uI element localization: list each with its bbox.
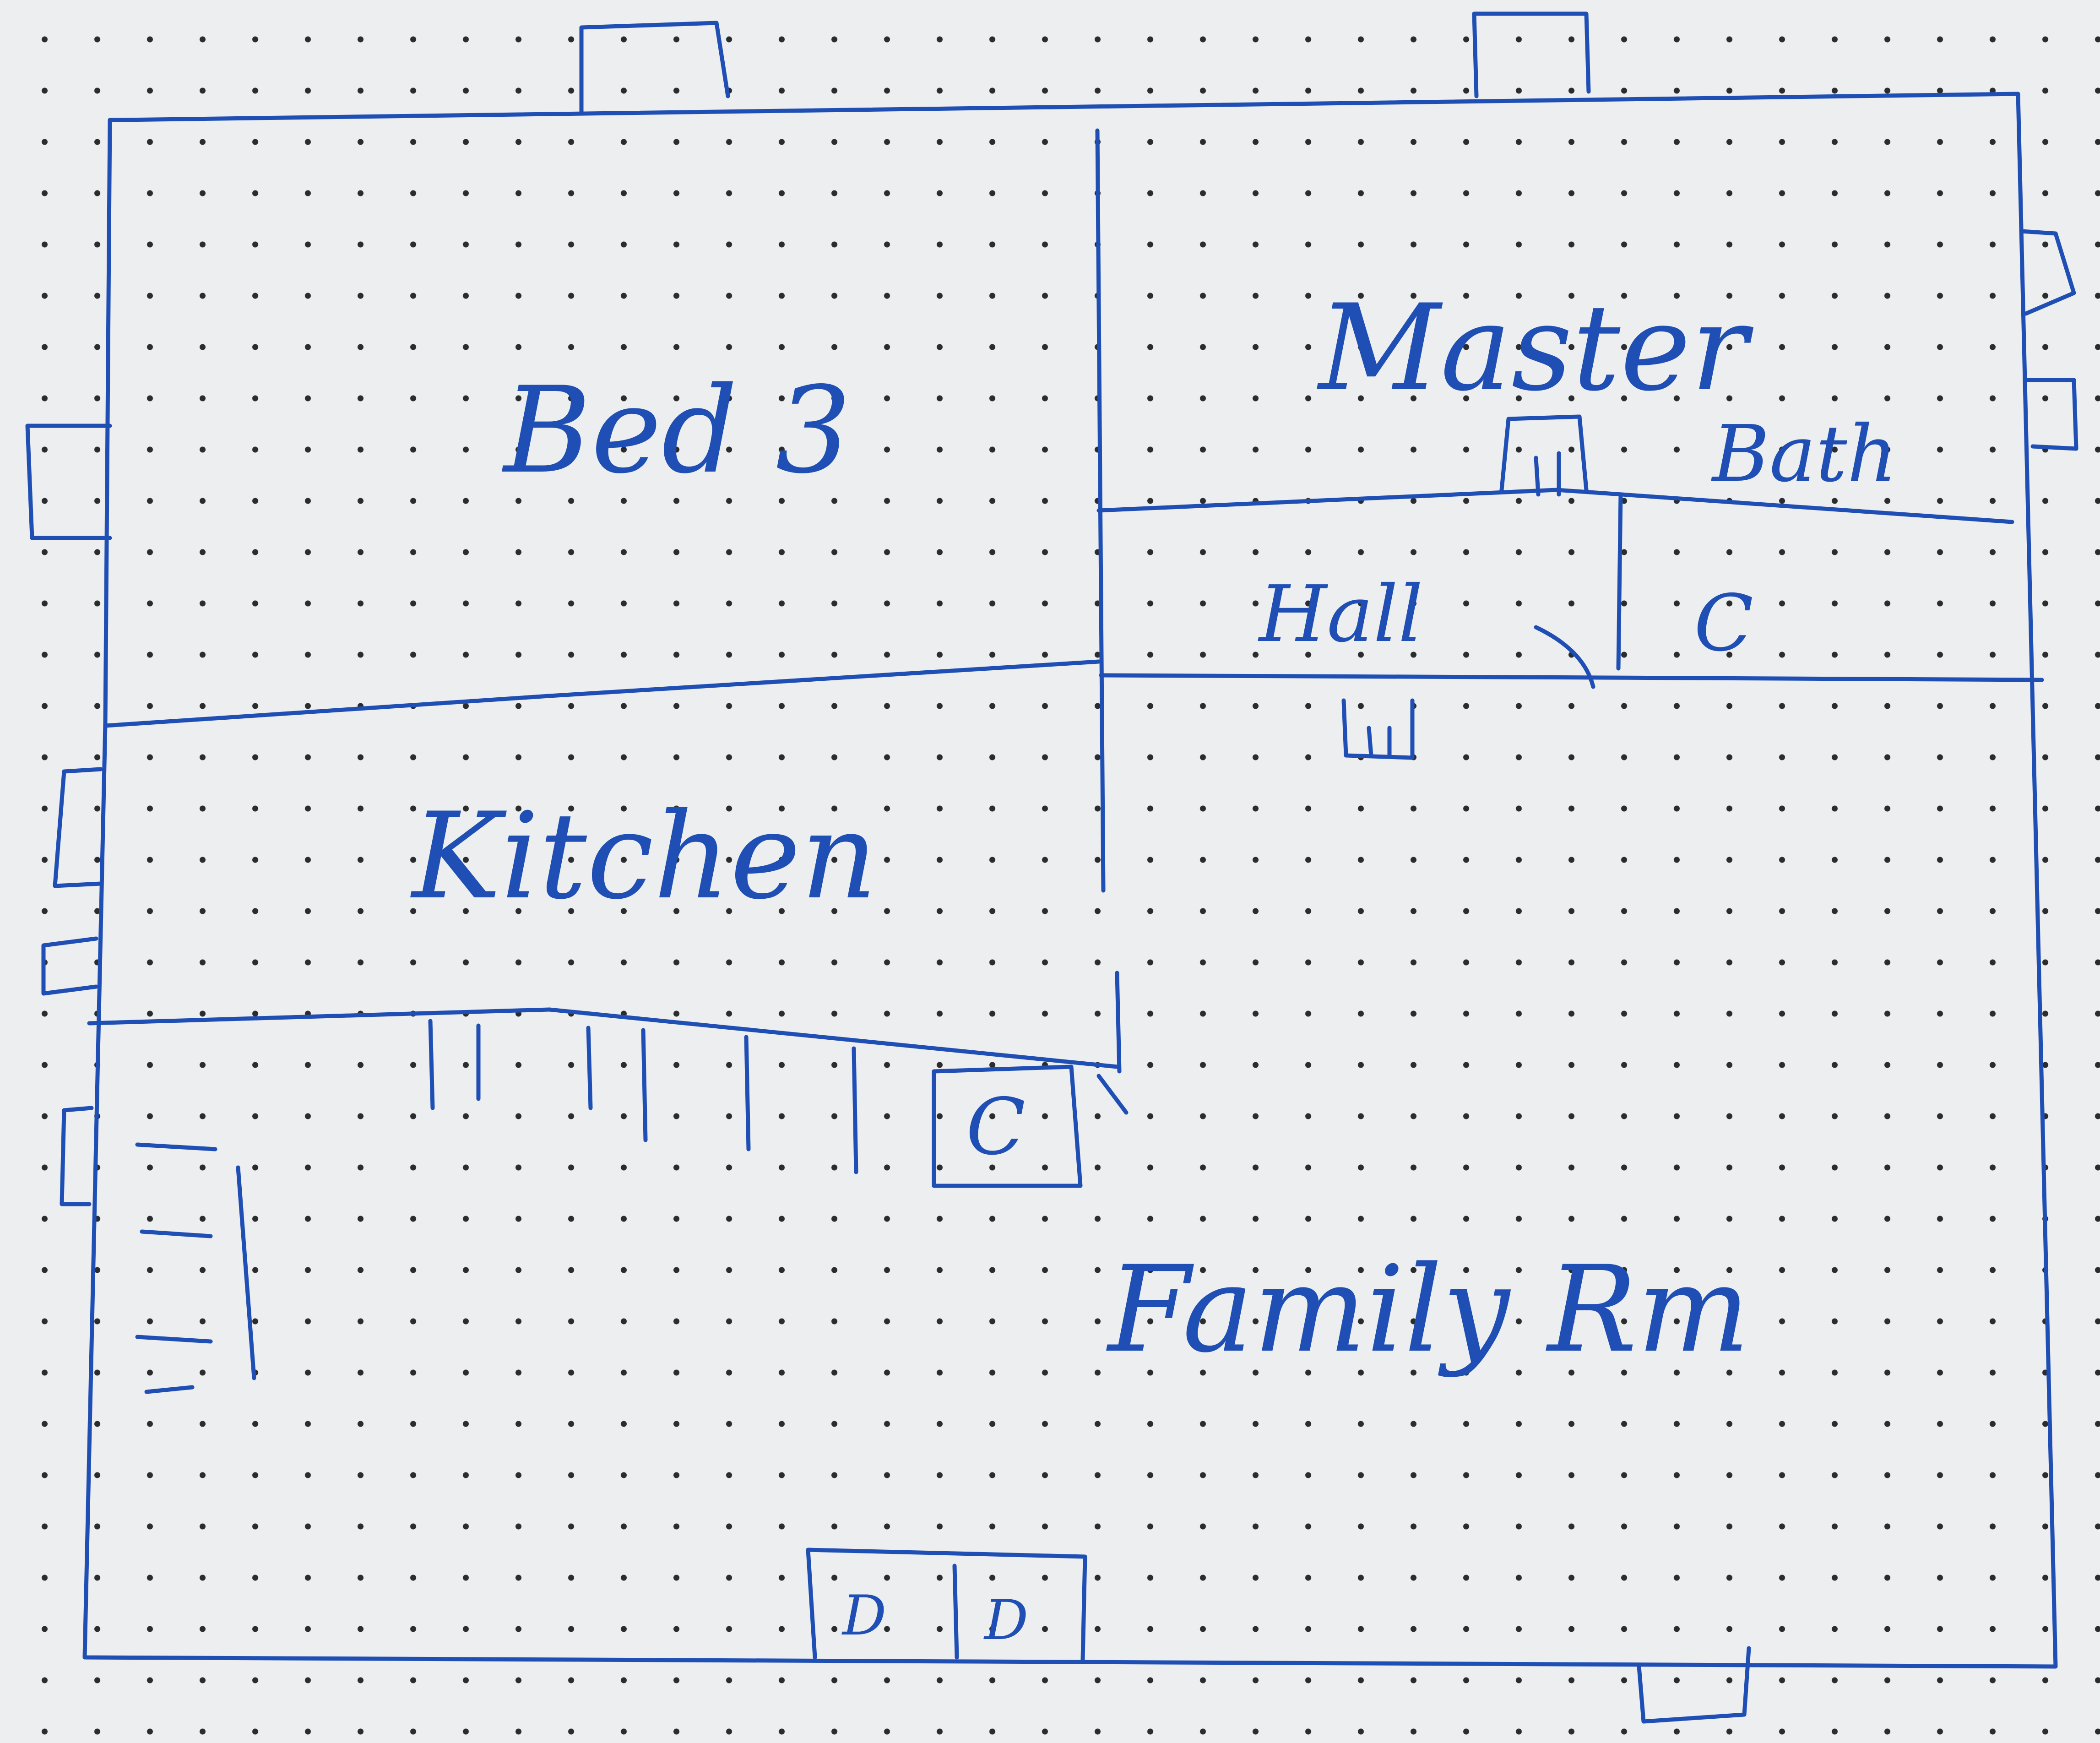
window-top-left xyxy=(579,21,730,114)
washer-mark xyxy=(1341,698,1415,760)
wall-bed3-kitchen xyxy=(103,659,1101,728)
stairs-rail xyxy=(236,1165,256,1380)
stairs-treads xyxy=(135,1142,217,1394)
window-left-family xyxy=(60,1106,94,1206)
double-door xyxy=(806,1548,1087,1662)
window-top-right xyxy=(1472,11,1591,98)
wall-hall-closet xyxy=(1616,492,1623,671)
outer-wall xyxy=(82,92,2058,1669)
kitchen-closet-door xyxy=(1096,1074,1129,1115)
wall-hall-family xyxy=(1099,673,2044,682)
closet-door-swing xyxy=(1534,625,1595,689)
interior-wall-kitchen-right xyxy=(1115,971,1122,1074)
double-door-divider xyxy=(952,1564,959,1660)
room-label-bath: Bath xyxy=(1711,409,1897,500)
window-right-1 xyxy=(2019,229,2076,316)
door-label-left: D xyxy=(841,1584,886,1648)
wall-kitchen-family xyxy=(87,1007,1119,1069)
window-bottom-right xyxy=(1637,1646,1751,1724)
window-right-2 xyxy=(2026,378,2078,451)
room-label-family: Family Rm xyxy=(1106,1241,1750,1379)
window-left-bed xyxy=(25,424,112,540)
door-label-right: D xyxy=(983,1589,1028,1652)
bath-fixture xyxy=(1499,414,1589,497)
room-label-kitchen: Kitchen xyxy=(410,787,877,926)
window-left-kitchen-1 xyxy=(53,767,103,888)
room-label-bed3: Bed 3 xyxy=(502,362,852,500)
room-label-closet-hall: C xyxy=(1694,578,1753,669)
room-label-closet-kitchen: C xyxy=(966,1082,1026,1173)
cabinet-marks xyxy=(428,1019,858,1174)
room-label-master: Master xyxy=(1317,279,1754,418)
room-label-hall: Hall xyxy=(1258,569,1423,660)
wall-master-hall xyxy=(1096,488,2014,524)
window-left-kitchen-2 xyxy=(41,936,98,996)
kitchen-closet-box xyxy=(932,1064,1083,1188)
